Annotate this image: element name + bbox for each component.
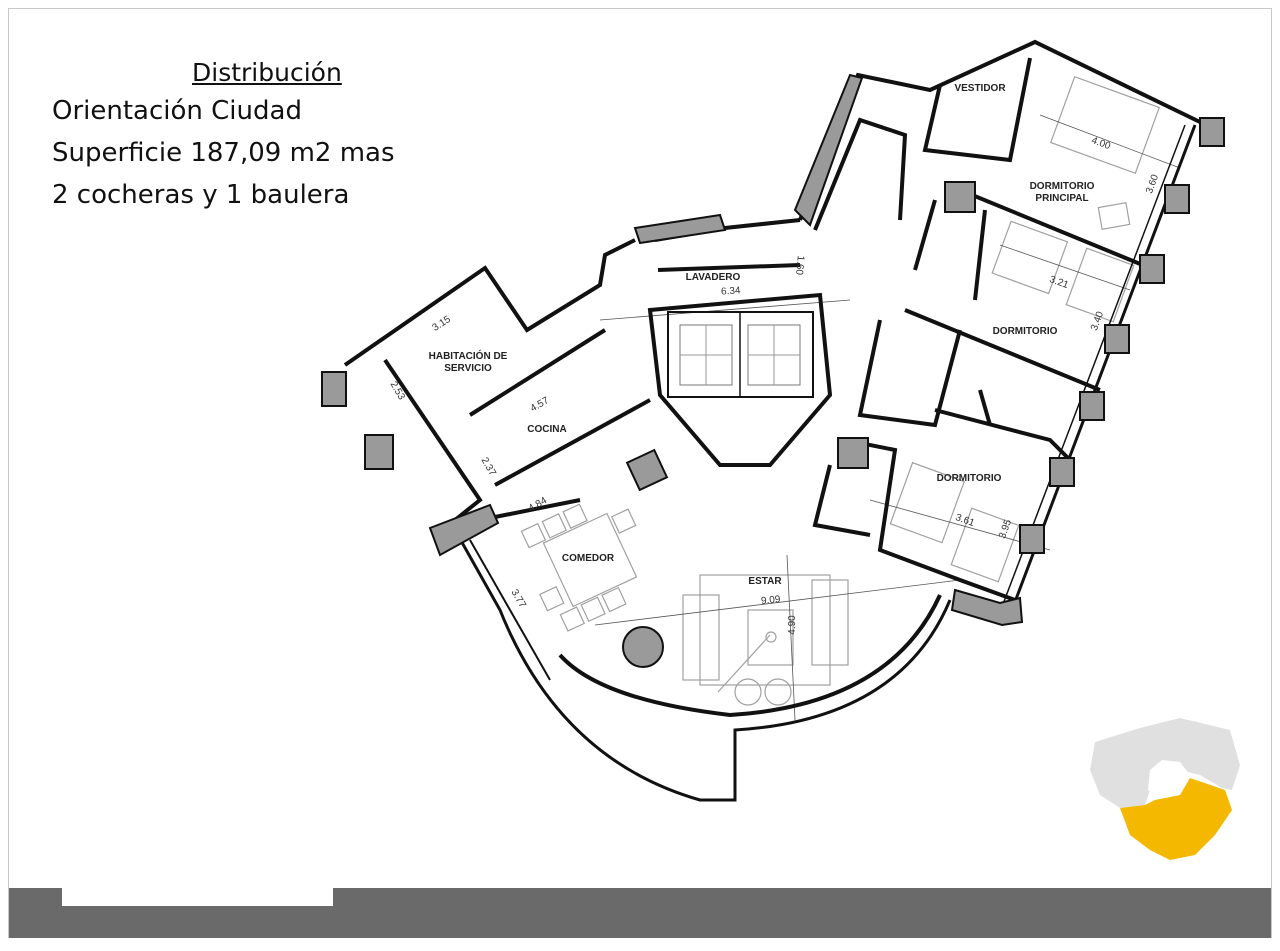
room-label-estar: ESTAR [748, 576, 782, 587]
dim-dorm3-depth: 3.95 [997, 518, 1014, 540]
dim-lavadero-depth: 1.60 [793, 255, 806, 276]
room-label-dormitorio-principal-1: DORMITORIO [1030, 181, 1095, 192]
footer-notch [62, 888, 333, 906]
room-label-servicio-2: SERVICIO [444, 363, 492, 374]
dim-dorm2-width: 3.21 [1048, 274, 1070, 291]
furniture [520, 75, 1161, 706]
structural-columns [321, 73, 1225, 668]
room-label-dormitorio-3: DORMITORIO [937, 473, 1002, 484]
room-label-lavadero: LAVADERO [686, 272, 741, 283]
walls [343, 39, 1201, 802]
unit-info: Distribución Orientación Ciudad Superfic… [52, 56, 395, 216]
dim-servicio-width: 3.15 [430, 314, 453, 334]
dim-comedor-width: 4.84 [527, 495, 550, 514]
room-label-dormitorio-principal-2: PRINCIPAL [1035, 193, 1088, 204]
elevator-core [667, 311, 814, 398]
distribution-title: Distribución [192, 58, 342, 87]
dimension-lines [594, 114, 1181, 721]
surface-text: Superficie 187,09 m2 mas [52, 138, 395, 168]
room-label-comedor: COMEDOR [562, 553, 615, 564]
dim-estar-width: 9.09 [760, 594, 781, 607]
extras-text: 2 cocheras y 1 baulera [52, 180, 350, 210]
dim-master-width: 4.00 [1090, 135, 1112, 152]
room-label-vestidor: VESTIDOR [954, 83, 1006, 94]
dim-cocina-depth: 2.37 [479, 456, 498, 479]
room-label-cocina: COCINA [527, 424, 566, 435]
dim-estar-depth: 4.90 [787, 615, 798, 635]
orientation-text: Orientación Ciudad [52, 96, 302, 126]
dim-servicio-depth: 2.53 [388, 380, 407, 403]
dim-master-depth: 3.60 [1144, 173, 1161, 195]
dim-dorm2-depth: 3.40 [1089, 310, 1106, 332]
dim-lavadero-width: 6.34 [721, 285, 742, 297]
dim-cocina-width: 4.57 [529, 395, 552, 414]
room-label-servicio-1: HABITACIÓN DE [429, 349, 508, 362]
dim-comedor-depth: 3.77 [509, 588, 528, 611]
building-location-map [1090, 718, 1240, 860]
room-label-dormitorio-2: DORMITORIO [993, 326, 1058, 337]
